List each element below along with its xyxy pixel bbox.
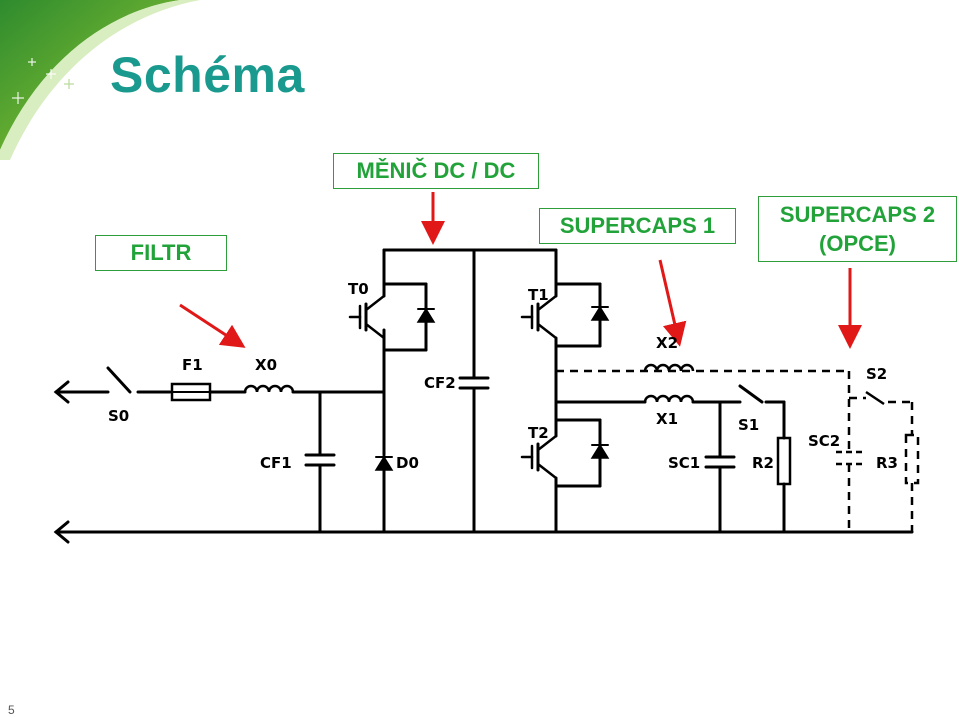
callout-supercaps1: SUPERCAPS 1	[539, 208, 736, 244]
label-t2: T2	[528, 424, 549, 442]
arrow-supercaps1	[658, 259, 687, 347]
resistor-r3	[904, 433, 920, 485]
switch-s2	[865, 390, 885, 406]
label-d0: D0	[396, 454, 419, 472]
slide-number: 5	[8, 703, 15, 717]
label-t1: T1	[528, 286, 549, 304]
label-r3: R3	[876, 454, 898, 472]
callout-supercaps2: SUPERCAPS 2 (OPCE)	[758, 196, 957, 262]
label-x1: X1	[656, 410, 678, 428]
callout-filtr: FILTR	[95, 235, 227, 271]
label-r2: R2	[752, 454, 774, 472]
callout-menic: MĚNIČ DC / DC	[333, 153, 539, 189]
annotation-arrows	[179, 192, 862, 349]
label-sc2: SC2	[808, 432, 840, 450]
label-cf1: CF1	[260, 454, 292, 472]
label-t0: T0	[348, 280, 369, 298]
label-s1: S1	[738, 416, 759, 434]
page-title: Schéma	[110, 47, 305, 103]
resistor-r2	[776, 436, 792, 486]
label-x0: X0	[255, 356, 277, 374]
inductor-x1	[643, 394, 695, 404]
label-s0: S0	[108, 407, 129, 425]
switch-s1	[738, 384, 764, 404]
label-cf2: CF2	[424, 374, 456, 392]
label-f1: F1	[182, 356, 203, 374]
arrow-filtr	[179, 303, 246, 348]
label-s2: S2	[866, 365, 887, 383]
label-sc1: SC1	[668, 454, 700, 472]
inductor-x2	[643, 363, 695, 372]
label-x2: X2	[656, 334, 678, 352]
callout-supercaps2-line2: (OPCE)	[819, 231, 896, 256]
inductor-x0	[243, 384, 295, 394]
switch-s0	[106, 366, 132, 394]
callout-supercaps2-line1: SUPERCAPS 2	[779, 202, 936, 227]
corner-decoration	[0, 0, 200, 160]
diode-d0	[374, 455, 394, 471]
optional-branch	[556, 369, 920, 532]
